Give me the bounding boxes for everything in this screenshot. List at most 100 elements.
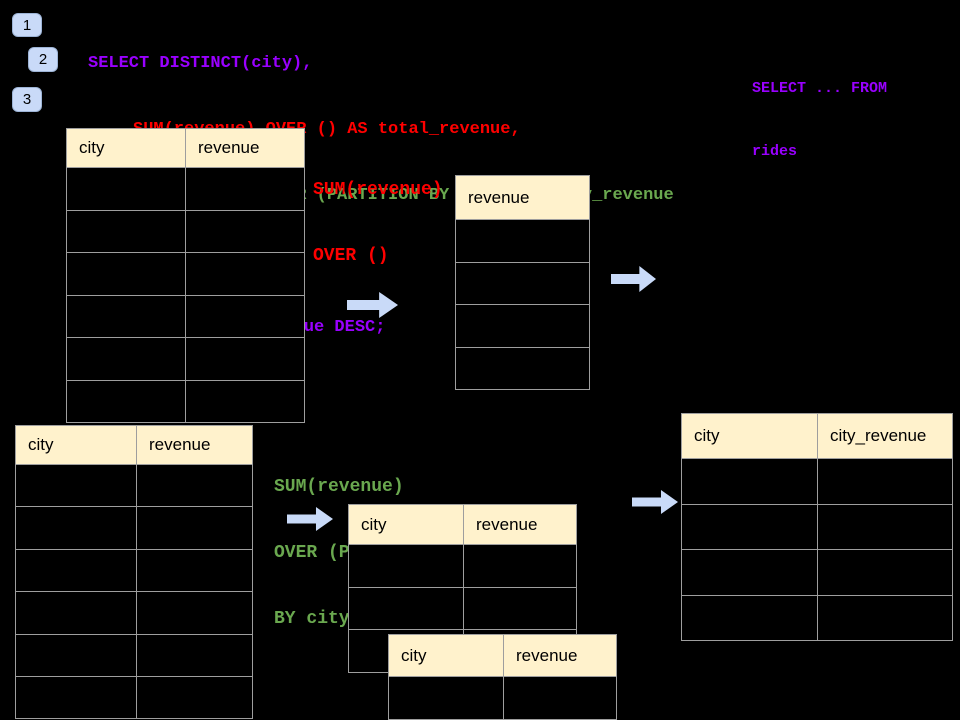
table-row: [456, 305, 589, 348]
table-row: [16, 465, 252, 508]
annotation-partition-line-3: BY city): [274, 609, 361, 629]
table-cell: [16, 676, 137, 719]
side-note-line-1: SELECT ... FROM: [752, 80, 888, 97]
table-cell: [818, 459, 952, 504]
step-badge-2: 2: [28, 47, 58, 72]
table-cell: [67, 253, 186, 295]
table-row: [67, 338, 304, 381]
column-header-city-revenue: city_revenue: [830, 426, 927, 445]
table-cell: [16, 465, 137, 507]
table-cell: [682, 504, 818, 549]
table-header-row: city revenue: [389, 635, 616, 677]
table-row: [456, 220, 589, 263]
table-cell: [818, 550, 952, 595]
sql-line-select: SELECT DISTINCT(city),: [88, 54, 313, 73]
table-source-bottom: city revenue: [15, 425, 253, 720]
table-cell: [137, 550, 252, 591]
table-cell: [682, 550, 818, 595]
table-row: [682, 459, 952, 505]
table-cell: [682, 459, 818, 504]
table-cell: [137, 507, 252, 548]
table-cell: [67, 295, 186, 337]
column-header-revenue: revenue: [476, 514, 538, 534]
side-note-select-from-rides: SELECT ... FROM rides: [752, 36, 887, 204]
table-cell: [67, 168, 186, 210]
annotation-sum-over-total: SUM(revenue) OVER (): [313, 135, 443, 311]
table-row: [349, 587, 576, 631]
table-cell: [16, 507, 137, 549]
table-cell: [349, 545, 464, 587]
step-badge-3: 3: [12, 87, 42, 112]
table-header-row: city city_revenue: [682, 414, 952, 459]
table-cell: [16, 634, 137, 676]
column-header-city: city: [389, 635, 504, 676]
table-row: [456, 263, 589, 305]
table-cell: [186, 168, 304, 210]
table-row: [67, 295, 304, 338]
table-cell: [186, 296, 304, 338]
table-header-row: city revenue: [349, 505, 576, 545]
table-cell: [186, 381, 304, 423]
table-cell: [389, 677, 504, 719]
table-row: [67, 210, 304, 253]
table-cell: [464, 588, 576, 630]
table-row: [682, 550, 952, 596]
table-cell: [67, 380, 186, 422]
table-row: [16, 592, 252, 635]
table-cell: [464, 545, 576, 587]
table-cell: [818, 505, 952, 550]
table-cell: [137, 677, 252, 718]
flow-arrow-partitions-to-result: [632, 490, 678, 514]
table-cell: [67, 338, 186, 380]
table-row: [456, 348, 589, 390]
column-header-revenue: revenue: [149, 435, 211, 454]
table-cell: [456, 348, 589, 390]
table-row: [16, 634, 252, 677]
column-header-revenue: revenue: [516, 645, 578, 665]
table-cell: [186, 211, 304, 253]
table-row: [349, 545, 576, 588]
annotation-partition-line-1: SUM(revenue): [274, 477, 404, 497]
table-cell: [504, 677, 616, 719]
table-cell: [186, 338, 304, 380]
column-header-city: city: [67, 129, 186, 167]
table-cell: [67, 210, 186, 252]
table-row: [16, 676, 252, 719]
table-row: [682, 504, 952, 550]
table-row: [67, 253, 304, 296]
table-cell: [137, 465, 252, 506]
table-row: [16, 507, 252, 550]
table-header-row: city revenue: [16, 426, 252, 465]
column-header-city: city: [349, 505, 464, 544]
table-cell: [456, 263, 589, 305]
column-header-revenue: revenue: [198, 138, 260, 157]
table-row: [67, 168, 304, 211]
table-source-top: city revenue: [66, 128, 305, 423]
table-result: city city_revenue: [681, 413, 953, 641]
table-cell: [16, 592, 137, 634]
table-header-row: revenue: [456, 176, 589, 220]
annotation-total-line-1: SUM(revenue): [313, 180, 443, 200]
table-cell: [456, 220, 589, 262]
table-cell: [349, 587, 464, 630]
column-header-revenue: revenue: [468, 187, 530, 207]
column-header-city: city: [16, 426, 137, 464]
table-cell: [186, 253, 304, 295]
table-cell: [456, 305, 589, 347]
table-cell: [137, 635, 252, 676]
table-header-row: city revenue: [67, 129, 304, 168]
table-partition-lower: city revenue: [388, 634, 617, 720]
annotation-total-line-2: OVER (): [313, 246, 389, 266]
table-row: [16, 549, 252, 593]
table-row: [389, 677, 616, 720]
side-note-line-2: rides: [752, 143, 798, 160]
table-cell: [16, 549, 137, 592]
column-header-city: city: [682, 414, 818, 458]
table-cell: [682, 595, 818, 640]
table-revenue-only: revenue: [455, 175, 590, 390]
table-row: [67, 380, 304, 423]
table-row: [682, 595, 952, 641]
table-cell: [818, 596, 952, 641]
step-badge-1: 1: [12, 13, 42, 37]
